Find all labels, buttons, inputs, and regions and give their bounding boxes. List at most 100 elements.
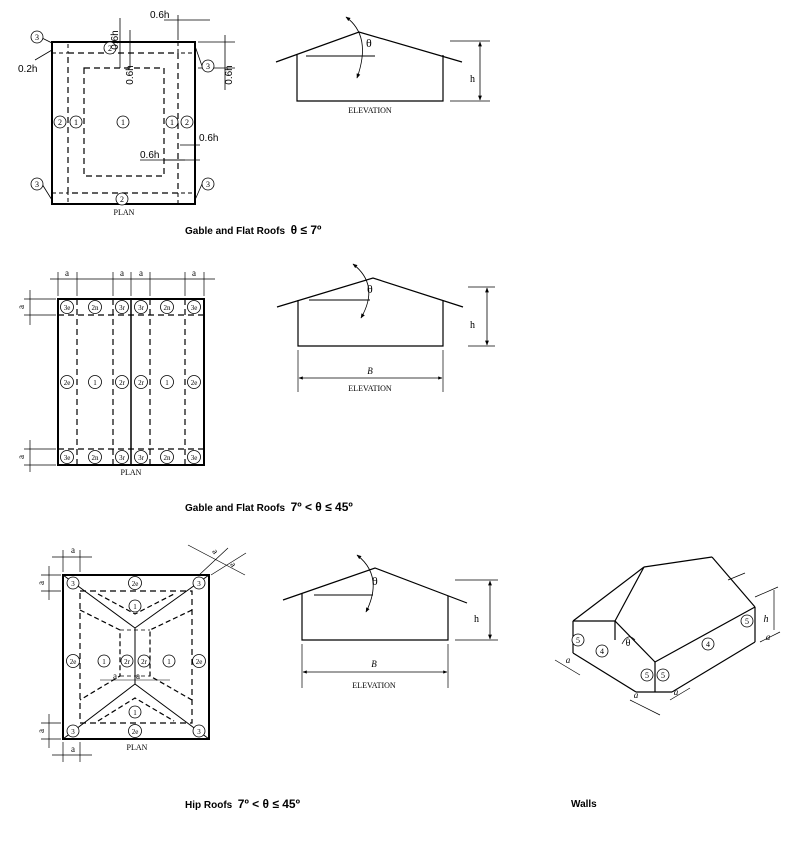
dim-a: a [139,268,143,278]
plan-2-label: PLAN [121,468,142,477]
dim-a: a [113,671,117,681]
plan-2 [24,272,215,472]
dim-0.6h: 0.6h [199,133,218,144]
height-label: h [764,614,769,625]
zone-2r-label: 2r [138,379,145,387]
zone-3e-label: 3e [191,454,198,462]
zone-4-label: 4 [706,640,710,649]
width-label: B [367,366,373,376]
zone-3-label: 3 [71,580,75,588]
dim-a: a [192,268,196,278]
zone-1-label: 1 [102,658,106,666]
zone-3-label: 3 [197,728,201,736]
walls-labels: 5 5 5 5 4 4 θ h a a a a [566,614,771,700]
zone-4-label: 4 [600,647,604,656]
zone-3-label: 3 [206,180,210,189]
zone-2e-label: 2e [132,580,139,588]
dim-a: a [634,690,639,700]
plan-3-label: PLAN [127,743,148,752]
elevation-1 [275,16,490,102]
width-label: B [371,659,377,669]
plan-1-zone-labels: 3 3 3 3 2 2 2 2 1 1 1 [30,30,215,206]
dim-0.6h: 0.6h [224,65,235,84]
dim-a: a [120,268,124,278]
zone-2n-label: 2n [92,454,100,462]
height-label: h [474,614,479,625]
plan-3-dimension-text: a a a a a a a a [36,545,239,754]
caption-gable-flat-steep: Gable and Flat Roofs 7º < θ ≤ 45º [185,500,353,514]
dim-0.6h: 0.6h [110,30,121,49]
zone-3r-label: 3r [138,304,145,312]
zone-3e-label: 3e [64,304,71,312]
zone-1-label: 1 [133,603,137,611]
zone-2e-label: 2e [196,658,203,666]
elevation-3-label: ELEVATION [352,681,396,690]
plan-3-outline [62,574,210,740]
theta-symbol: θ [372,574,378,588]
zone-2r-label: 2r [141,658,148,666]
zone-3-label: 3 [35,33,39,42]
zone-5-label: 5 [745,617,749,626]
dim-a: a [36,581,46,585]
zone-3e-label: 3e [191,304,198,312]
caption-condition: 7º < θ ≤ 45º [290,500,353,514]
zone-2e-label: 2e [191,379,198,387]
caption-hip: Hip Roofs 7º < θ ≤ 45º [185,797,300,811]
zone-1-label: 1 [170,118,174,127]
zone-3r-label: 3r [138,454,145,462]
zone-2n-label: 2n [164,454,172,462]
dim-a: a [136,671,140,681]
zone-3r-label: 3r [119,454,126,462]
dim-a: a [16,305,26,309]
dim-a: a [65,268,69,278]
height-label: h [470,320,475,331]
dim-a: a [674,687,679,697]
walls-isometric [554,556,781,716]
dim-0.2h: 0.2h [18,64,37,75]
plan-1 [34,15,235,205]
zone-2n-label: 2n [164,304,172,312]
height-label: h [470,74,475,85]
dim-a: a [228,560,238,569]
zone-2e-label: 2e [70,658,77,666]
zone-5-label: 5 [576,636,580,645]
zone-3-label: 3 [197,580,201,588]
zone-2-label: 2 [185,118,189,127]
dim-a: a [71,545,75,555]
plan-1-dimension-text: 0.6h 0.6h 0.6h 0.6h 0.6h 0.6h 0.2h [18,10,235,161]
caption-text: Walls [571,799,597,810]
theta-symbol: θ [626,638,631,649]
caption-text: Gable and Flat Roofs [185,503,286,514]
elevation-3 [282,554,498,688]
zone-2e-label: 2e [64,379,71,387]
zone-3e-label: 3e [64,454,71,462]
zone-2-label: 2 [120,195,124,204]
caption-condition: θ ≤ 7º [290,223,322,237]
dim-0.6h: 0.6h [140,150,159,161]
dim-a: a [71,744,75,754]
elevation-1-label: ELEVATION [348,106,392,115]
dim-a: a [36,729,46,733]
zone-1-label: 1 [121,118,125,127]
dim-a: a [210,547,220,556]
caption-text: Hip Roofs [185,800,233,811]
caption-text: Gable and Flat Roofs [185,226,286,237]
caption-gable-flat-low: Gable and Flat Roofs θ ≤ 7º [185,223,321,237]
zone-1-label: 1 [93,379,97,387]
zone-2-label: 2 [58,118,62,127]
zone-2e-label: 2e [132,728,139,736]
plan-3-zone-labels: 3 3 3 3 2e 2e 2e 2e 1 1 1 1 2r 2r [66,576,206,738]
zone-2-label: 2 [108,44,112,53]
dim-a: a [566,655,571,665]
zone-2n-label: 2n [92,304,100,312]
zone-5-label: 5 [661,671,665,680]
zone-1-label: 1 [167,658,171,666]
plan-2-dimension-text: a a a a a a [16,268,196,459]
zone-3-label: 3 [206,62,210,71]
plan-2-zone-labels: 3e 2n 3r 3r 2n 3e 2e 1 2r 2r 1 2e 3e 2n … [60,300,201,464]
zone-2r-label: 2r [124,658,131,666]
dim-0.6h: 0.6h [125,65,136,84]
dim-a: a [16,455,26,459]
zone-2r-label: 2r [119,379,126,387]
